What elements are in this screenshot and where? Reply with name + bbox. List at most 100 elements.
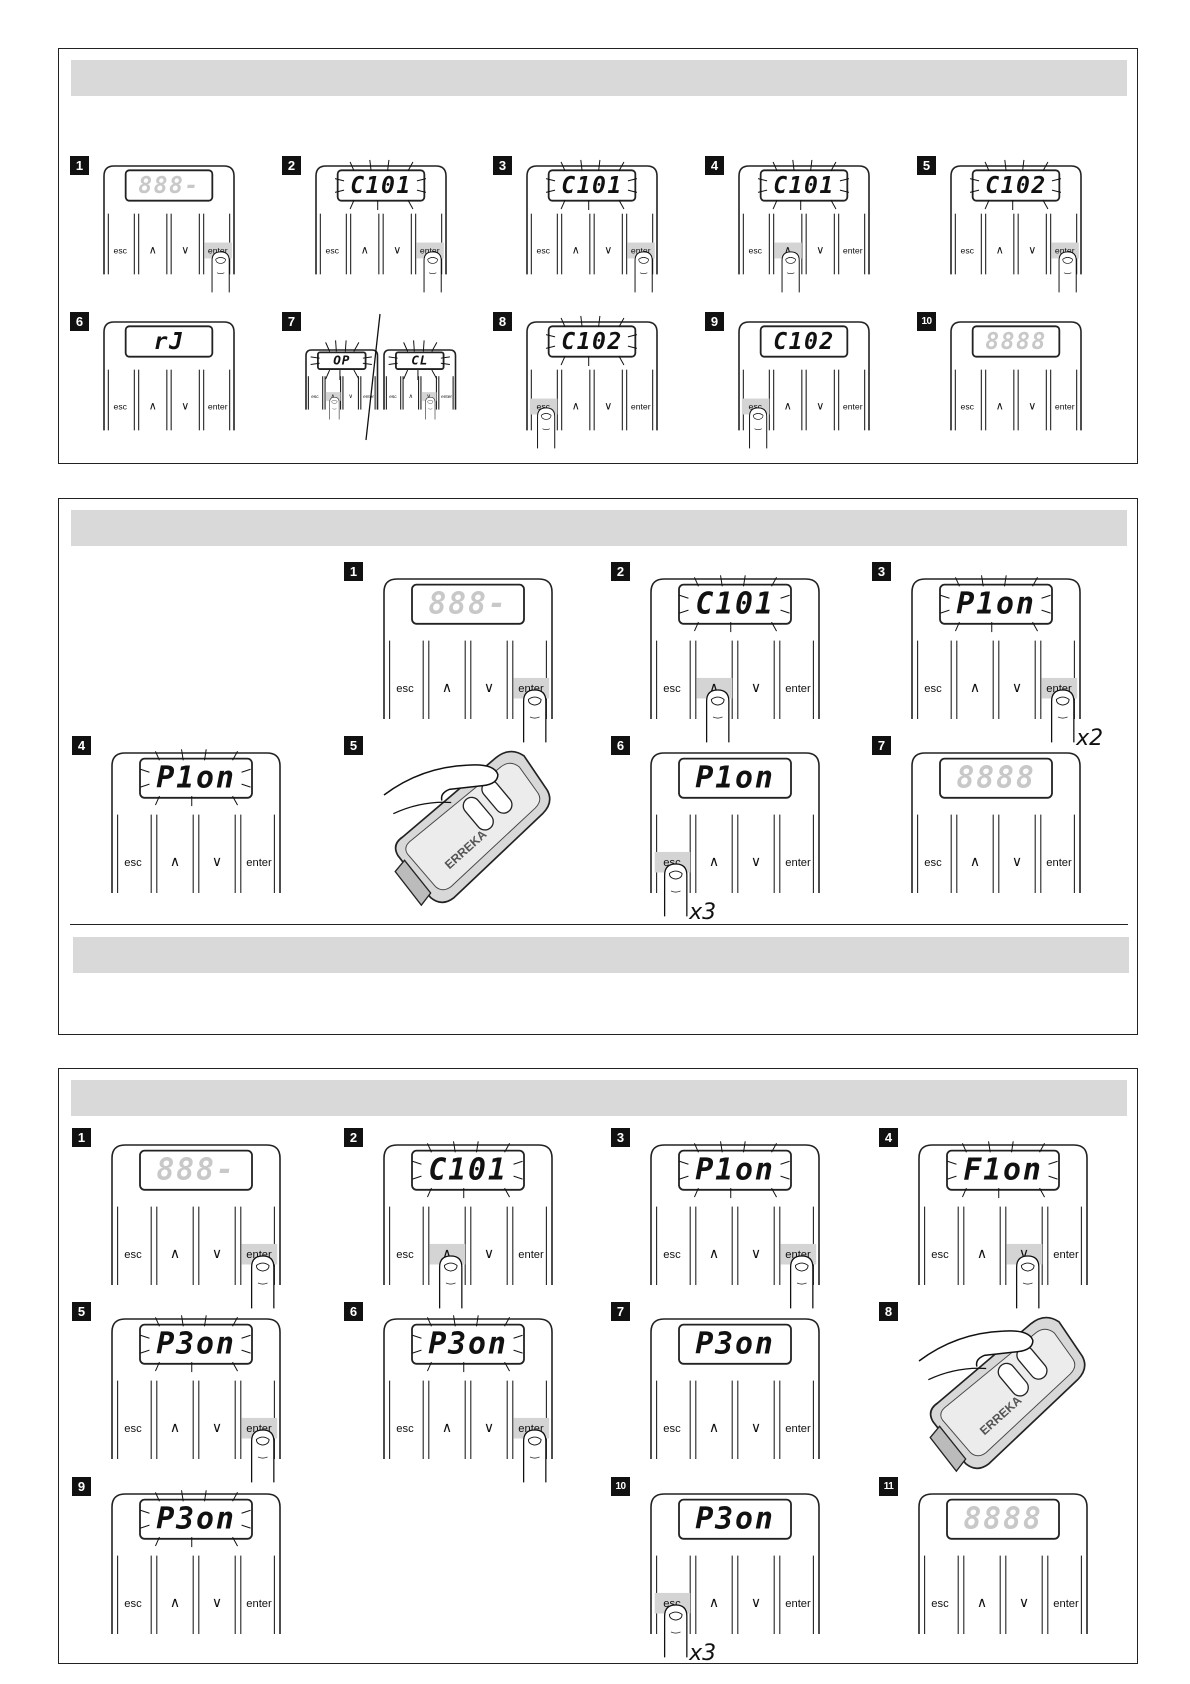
down-button[interactable]: ∨ [212,853,222,869]
esc-button[interactable]: esc [124,1423,142,1435]
up-button[interactable]: ∧ [331,394,335,400]
esc-button[interactable]: esc [114,245,128,255]
esc-button[interactable]: esc [311,395,319,400]
down-button[interactable]: ∨ [1012,853,1022,869]
enter-button[interactable]: enter [843,401,863,411]
enter-button[interactable]: enter [1053,1249,1079,1261]
remote-button-1[interactable] [460,794,497,833]
enter-button[interactable]: enter [631,245,651,255]
up-button[interactable]: ∧ [996,244,1004,256]
up-button[interactable]: ∧ [170,1594,180,1610]
esc-button[interactable]: esc [396,1423,414,1435]
esc-button[interactable]: esc [114,401,128,411]
esc-button[interactable]: esc [124,1598,142,1610]
down-button[interactable]: ∨ [816,244,824,256]
down-button[interactable]: ∨ [484,1419,494,1435]
down-button[interactable]: ∨ [751,1419,761,1435]
enter-button[interactable]: enter [246,1598,272,1610]
enter-button[interactable]: enter [785,1423,811,1435]
up-button[interactable]: ∧ [709,1245,719,1261]
up-button[interactable]: ∧ [784,244,792,256]
up-button[interactable]: ∧ [442,679,452,695]
enter-button[interactable]: enter [1055,245,1075,255]
esc-button[interactable]: esc [663,1423,681,1435]
up-button[interactable]: ∧ [170,1419,180,1435]
up-button[interactable]: ∧ [709,679,719,695]
esc-button[interactable]: esc [749,401,763,411]
down-button[interactable]: ∨ [484,1245,494,1261]
down-button[interactable]: ∨ [751,1245,761,1261]
up-button[interactable]: ∧ [442,1419,452,1435]
up-button[interactable]: ∧ [442,1245,452,1261]
up-button[interactable]: ∧ [977,1594,987,1610]
esc-button[interactable]: esc [749,245,763,255]
up-button[interactable]: ∧ [970,679,980,695]
down-button[interactable]: ∨ [426,394,430,400]
enter-button[interactable]: enter [441,394,452,400]
up-button[interactable]: ∧ [361,244,369,256]
down-button[interactable]: ∨ [751,1594,761,1610]
down-button[interactable]: ∨ [604,400,612,412]
down-button[interactable]: ∨ [1019,1245,1029,1261]
esc-button[interactable]: esc [396,683,414,695]
up-button[interactable]: ∧ [149,400,157,412]
esc-button[interactable]: esc [931,1598,949,1610]
enter-button[interactable]: enter [208,401,228,411]
esc-button[interactable]: esc [663,683,681,695]
enter-button[interactable]: enter [208,245,228,255]
down-button[interactable]: ∨ [1019,1594,1029,1610]
esc-button[interactable]: esc [663,1249,681,1261]
esc-button[interactable]: esc [924,683,942,695]
esc-button[interactable]: esc [124,857,142,869]
down-button[interactable]: ∨ [212,1419,222,1435]
enter-button[interactable]: enter [631,401,651,411]
down-button[interactable]: ∨ [484,679,494,695]
enter-button[interactable]: enter [785,1598,811,1610]
up-button[interactable]: ∧ [709,1419,719,1435]
up-button[interactable]: ∧ [709,1594,719,1610]
down-button[interactable]: ∨ [212,1245,222,1261]
enter-button[interactable]: enter [246,857,272,869]
esc-button[interactable]: esc [537,401,551,411]
up-button[interactable]: ∧ [572,244,580,256]
up-button[interactable]: ∧ [970,853,980,869]
down-button[interactable]: ∨ [393,244,401,256]
down-button[interactable]: ∨ [604,244,612,256]
down-button[interactable]: ∨ [1028,400,1036,412]
up-button[interactable]: ∧ [977,1245,987,1261]
enter-button[interactable]: enter [1053,1598,1079,1610]
esc-button[interactable]: esc [961,401,975,411]
enter-button[interactable]: enter [785,683,811,695]
enter-button[interactable]: enter [1046,857,1072,869]
esc-button[interactable]: esc [931,1249,949,1261]
enter-button[interactable]: enter [785,857,811,869]
up-button[interactable]: ∧ [996,400,1004,412]
down-button[interactable]: ∨ [181,400,189,412]
down-button[interactable]: ∨ [751,853,761,869]
enter-button[interactable]: enter [363,394,374,400]
enter-button[interactable]: enter [420,245,440,255]
down-button[interactable]: ∨ [1028,244,1036,256]
down-button[interactable]: ∨ [181,244,189,256]
down-button[interactable]: ∨ [212,1594,222,1610]
esc-button[interactable]: esc [124,1249,142,1261]
enter-button[interactable]: enter [843,245,863,255]
up-button[interactable]: ∧ [149,244,157,256]
down-button[interactable]: ∨ [349,394,353,400]
esc-button[interactable]: esc [326,245,340,255]
down-button[interactable]: ∨ [751,679,761,695]
down-button[interactable]: ∨ [816,400,824,412]
esc-button[interactable]: esc [537,245,551,255]
up-button[interactable]: ∧ [408,394,412,400]
esc-button[interactable]: esc [961,245,975,255]
enter-button[interactable]: enter [1055,401,1075,411]
up-button[interactable]: ∧ [170,853,180,869]
esc-button[interactable]: esc [389,395,397,400]
esc-button[interactable]: esc [396,1249,414,1261]
remote-button-1[interactable] [995,1360,1032,1399]
up-button[interactable]: ∧ [709,853,719,869]
down-button[interactable]: ∨ [1012,679,1022,695]
up-button[interactable]: ∧ [170,1245,180,1261]
enter-button[interactable]: enter [518,1249,544,1261]
esc-button[interactable]: esc [924,857,942,869]
